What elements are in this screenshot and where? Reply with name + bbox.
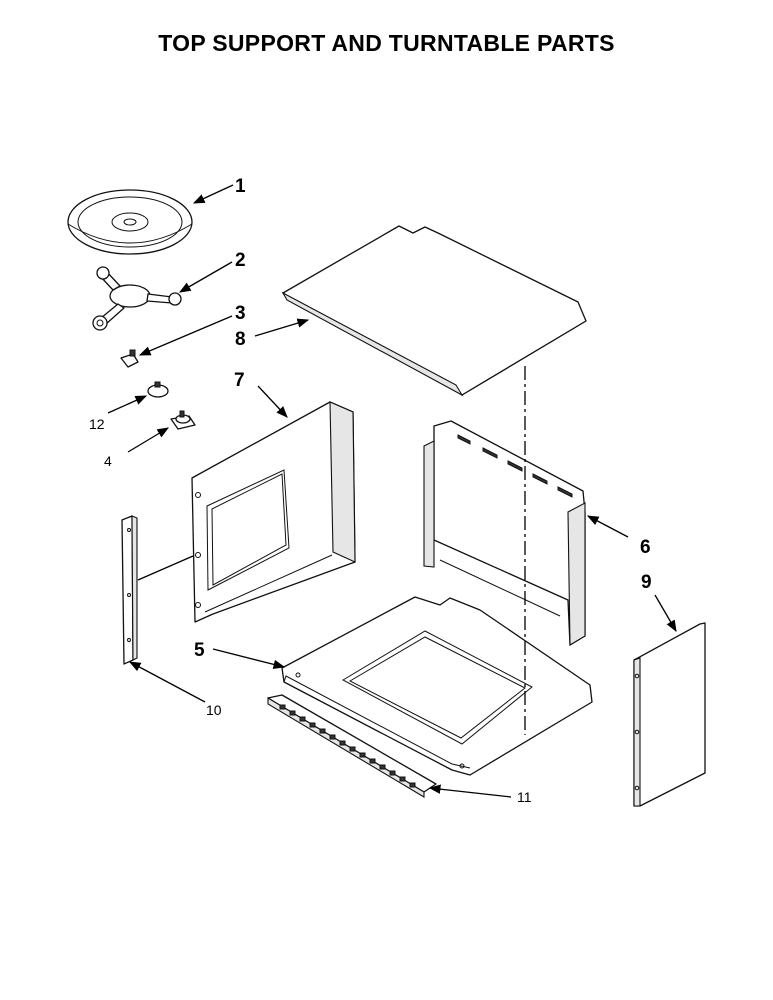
right-side-panel[interactable] [423, 420, 586, 646]
left-side-panel[interactable] [191, 401, 356, 623]
callout-9: 9 [641, 572, 652, 593]
callout-10: 10 [206, 702, 222, 718]
bottom-panel[interactable] [281, 596, 593, 776]
vertical-bracket[interactable] [121, 515, 138, 665]
callout-12: 12 [89, 416, 105, 432]
page-title: TOP SUPPORT AND TURNTABLE PARTS [158, 30, 615, 56]
turntable-tray[interactable] [67, 189, 193, 255]
callout-11: 11 [517, 789, 532, 805]
callout-7: 7 [234, 370, 245, 391]
coupler[interactable] [120, 349, 139, 368]
callout-labels: 1 2 3 12 4 5 6 7 8 9 10 11 [89, 176, 652, 805]
callout-2: 2 [235, 250, 246, 271]
front-vent[interactable] [267, 694, 437, 798]
callout-1: 1 [235, 176, 246, 197]
turntable-support[interactable] [92, 266, 182, 331]
top-panel[interactable] [281, 225, 587, 397]
callout-5: 5 [194, 640, 205, 661]
callout-3: 3 [235, 303, 246, 324]
turntable-motor[interactable] [170, 410, 196, 430]
leader-lines [107, 184, 677, 798]
callout-4: 4 [104, 453, 112, 469]
vent-slots [279, 704, 416, 788]
callout-6: 6 [640, 537, 651, 558]
motor-bracket[interactable] [147, 381, 169, 398]
callout-8: 8 [235, 329, 246, 350]
rear-panel[interactable] [633, 622, 706, 807]
